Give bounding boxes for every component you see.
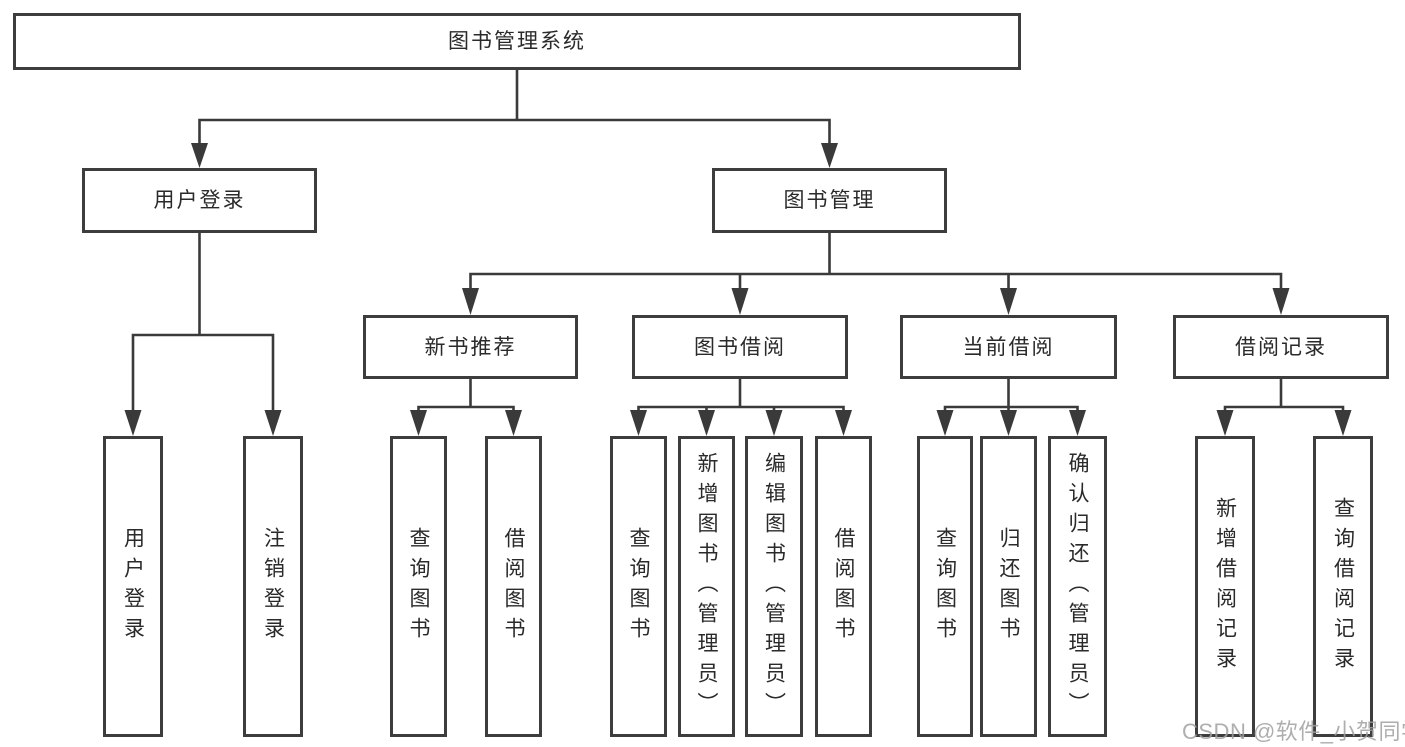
- leaf-borrow-books-recommend: 借阅图书: [485, 436, 542, 737]
- node-library-system: 图书管理系统: [13, 13, 1021, 70]
- leaf-query-books-current: 查询图书: [917, 436, 973, 737]
- node-current-borrowing: 当前借阅: [900, 315, 1117, 379]
- node-book-management: 图书管理: [712, 168, 947, 233]
- node-book-borrowing: 图书借阅: [632, 315, 848, 379]
- leaf-confirm-return-admin: 确认归还（管理员）: [1048, 436, 1107, 737]
- leaf-user-login: 用户登录: [103, 436, 163, 737]
- node-user-login: 用户登录: [82, 168, 317, 233]
- leaf-edit-books-admin: 编辑图书（管理员）: [745, 436, 803, 737]
- csdn-watermark: CSDN @软件_小贺同学: [1182, 719, 1405, 744]
- leaf-add-borrow-record: 新增借阅记录: [1195, 436, 1255, 737]
- leaf-query-borrow-record: 查询借阅记录: [1313, 436, 1373, 737]
- leaf-borrow-books-borrowing: 借阅图书: [815, 436, 872, 737]
- leaf-add-books-admin: 新增图书（管理员）: [678, 436, 735, 737]
- node-new-book-recommendation: 新书推荐: [363, 315, 578, 379]
- leaf-return-books: 归还图书: [980, 436, 1037, 737]
- node-borrowing-records: 借阅记录: [1173, 315, 1389, 379]
- leaf-logout: 注销登录: [243, 436, 303, 737]
- leaf-query-books-borrowing: 查询图书: [610, 436, 667, 737]
- leaf-query-books-recommend: 查询图书: [390, 436, 447, 737]
